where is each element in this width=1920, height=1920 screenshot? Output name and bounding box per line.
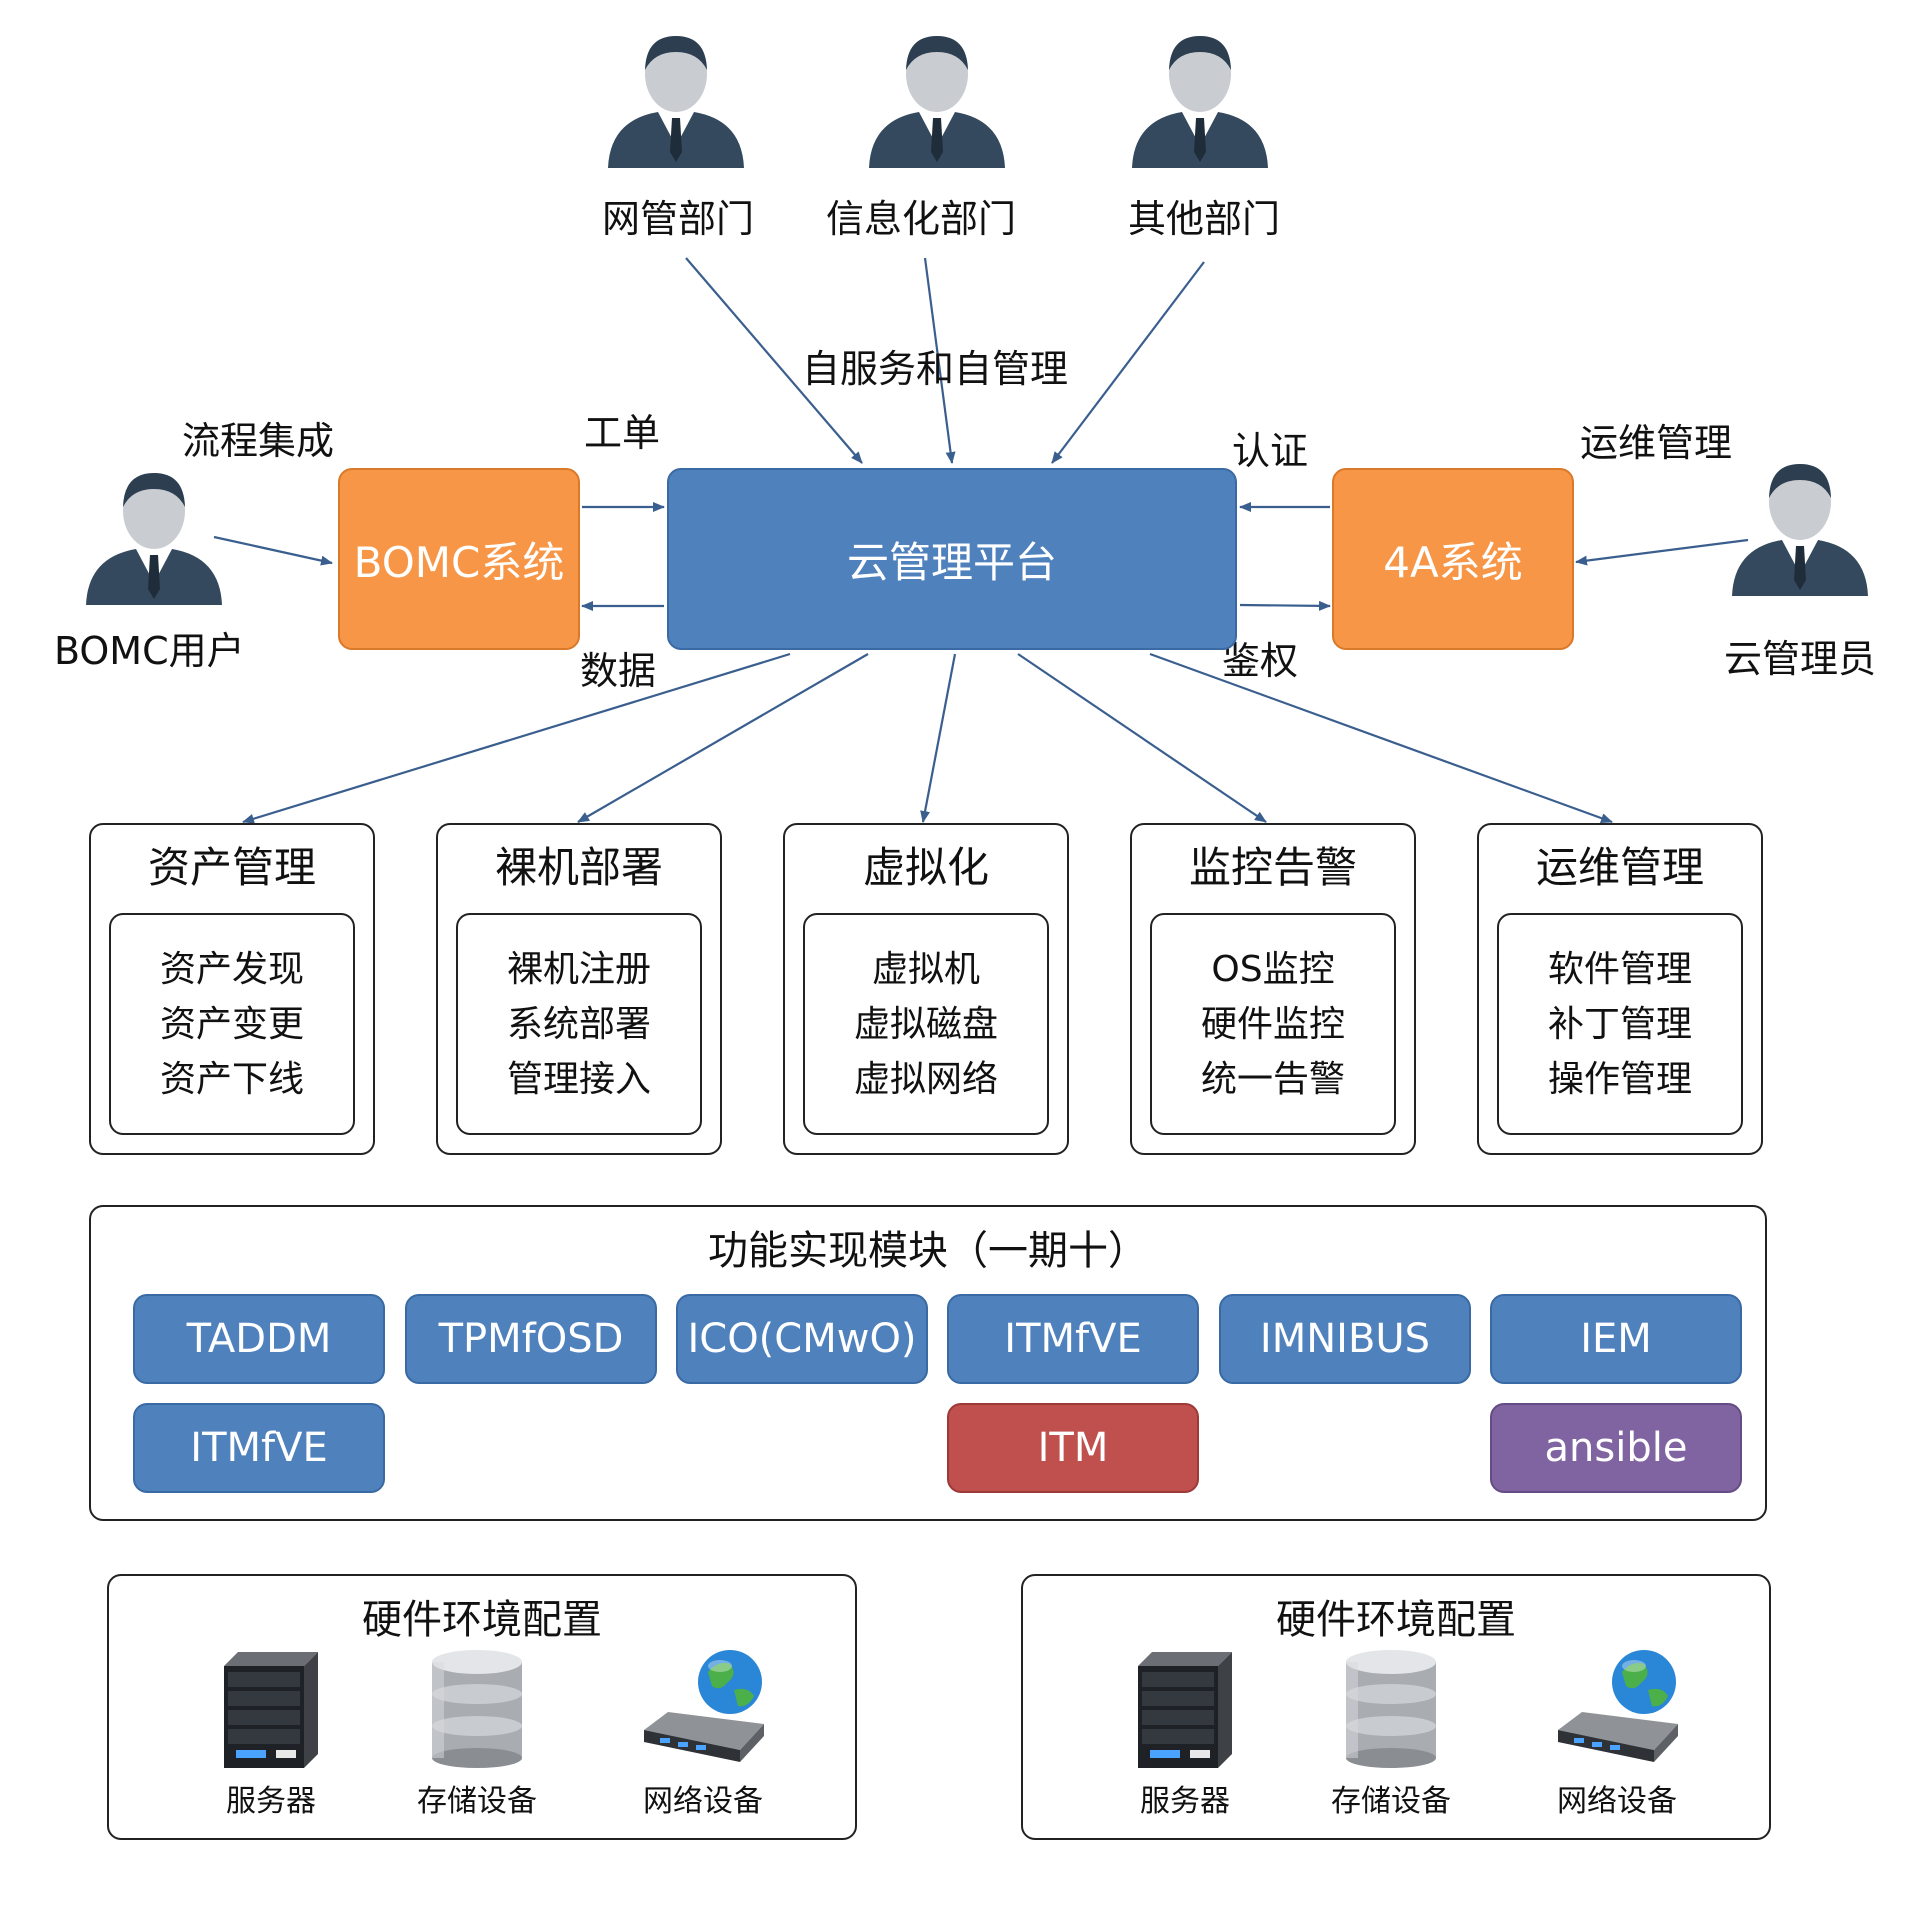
- function-item: 资产变更: [159, 1003, 304, 1045]
- function-item: 资产下线: [159, 1058, 304, 1100]
- function-title: 运维管理: [1535, 843, 1704, 892]
- dept-label-other: 其他部门: [1128, 197, 1281, 241]
- fourA-system-label: 4A系统: [1383, 537, 1523, 587]
- function-item: 补丁管理: [1547, 1003, 1692, 1045]
- function-item: 系统部署: [506, 1003, 651, 1045]
- arrow-other-platform: [1051, 261, 1205, 464]
- device-label: 服务器: [1140, 1784, 1230, 1819]
- function-item: 硬件监控: [1200, 1003, 1345, 1045]
- storage-device: 存储设备: [397, 1646, 557, 1820]
- label-authz: 鉴权: [1222, 639, 1299, 683]
- function-item: 虚拟磁盘: [853, 1003, 998, 1045]
- server-icon: [224, 1652, 318, 1768]
- function-items: 资产发现 资产变更 资产下线: [109, 913, 355, 1135]
- label-ops-mgmt: 运维管理: [1580, 421, 1733, 465]
- arrow-to-virtual: [920, 653, 957, 823]
- hardware-title: 硬件环境配置: [362, 1597, 602, 1643]
- device-label: 网络设备: [1557, 1784, 1677, 1819]
- function-item: 操作管理: [1547, 1058, 1692, 1100]
- function-items: OS监控 硬件监控 统一告警: [1150, 913, 1396, 1135]
- function-items: 裸机注册 系统部署 管理接入: [456, 913, 702, 1135]
- dept-label-net: 网管部门: [602, 197, 755, 241]
- function-box-ops: 运维管理 软件管理 补丁管理 操作管理: [1477, 823, 1763, 1155]
- label-data: 数据: [580, 649, 657, 693]
- module-imnibus: IMNIBUS: [1219, 1294, 1471, 1384]
- function-box-virtualization: 虚拟化 虚拟机 虚拟磁盘 虚拟网络: [783, 823, 1069, 1155]
- device-label: 网络设备: [643, 1784, 763, 1819]
- module-ico: ICO(CMwO): [676, 1294, 928, 1384]
- module-taddm: TADDM: [133, 1294, 385, 1384]
- network-device: 网络设备: [623, 1646, 783, 1820]
- network-globe-icon: [1558, 1650, 1678, 1762]
- device-label: 存储设备: [417, 1784, 537, 1819]
- function-title: 虚拟化: [862, 843, 989, 892]
- person-icon: [1732, 464, 1868, 596]
- arrow-netmgmt-platform: [685, 257, 863, 464]
- label-process-integration: 流程集成: [182, 419, 335, 463]
- function-title: 裸机部署: [494, 843, 663, 892]
- function-items: 软件管理 补丁管理 操作管理: [1497, 913, 1743, 1135]
- person-icon: [1132, 36, 1268, 168]
- function-title: 资产管理: [147, 843, 316, 892]
- function-box-monitoring: 监控告警 OS监控 硬件监控 统一告警: [1130, 823, 1416, 1155]
- function-item: 裸机注册: [506, 948, 651, 990]
- fourA-system-box[interactable]: 4A系统: [1332, 468, 1574, 650]
- function-title: 监控告警: [1188, 843, 1357, 892]
- server-device: 服务器: [191, 1646, 351, 1820]
- device-label: 服务器: [226, 1784, 316, 1819]
- hardware-title: 硬件环境配置: [1276, 1597, 1516, 1643]
- function-item: 虚拟机: [871, 948, 980, 990]
- server-icon: [1138, 1652, 1232, 1768]
- hardware-panel-right: 硬件环境配置 服务器 存储设备: [1021, 1574, 1771, 1840]
- storage-icon: [1346, 1650, 1436, 1768]
- arrow-to-ops: [1149, 652, 1613, 824]
- bomc-system-box[interactable]: BOMC系统: [338, 468, 580, 650]
- network-device: 网络设备: [1537, 1646, 1697, 1820]
- function-item: 软件管理: [1547, 948, 1692, 990]
- module-iem: IEM: [1490, 1294, 1742, 1384]
- server-device: 服务器: [1105, 1646, 1265, 1820]
- modules-title: 功能实现模块（一期十）: [708, 1228, 1148, 1274]
- actor-label-cloud-admin: 云管理员: [1724, 637, 1877, 681]
- module-tpmfosd: TPMfOSD: [405, 1294, 657, 1384]
- device-label: 存储设备: [1331, 1784, 1451, 1819]
- cloud-platform-label: 云管理平台: [846, 537, 1057, 587]
- arrow-to-asset: [242, 652, 791, 824]
- bomc-system-label: BOMC系统: [353, 537, 565, 587]
- function-item: 管理接入: [506, 1058, 651, 1100]
- cloud-platform-box[interactable]: 云管理平台: [667, 468, 1237, 650]
- arrow-to-baremetal: [577, 653, 869, 823]
- hardware-panel-left: 硬件环境配置 服务器 存储设备: [107, 1574, 857, 1840]
- function-item: OS监控: [1211, 948, 1335, 990]
- function-item: 资产发现: [159, 948, 304, 990]
- module-itmfve-2: ITMfVE: [133, 1403, 385, 1493]
- arrow-info-platform: [923, 257, 956, 464]
- function-box-asset: 资产管理 资产发现 资产变更 资产下线: [89, 823, 375, 1155]
- person-icon: [608, 36, 744, 168]
- person-icon: [869, 36, 1005, 168]
- label-auth: 认证: [1232, 429, 1309, 473]
- function-item: 虚拟网络: [853, 1058, 998, 1100]
- function-item: 统一告警: [1200, 1058, 1345, 1100]
- dept-label-info: 信息化部门: [826, 197, 1017, 241]
- function-box-baremetal: 裸机部署 裸机注册 系统部署 管理接入: [436, 823, 722, 1155]
- arrow-platform-4a: [1239, 600, 1331, 611]
- arrow-admin-4a: [1575, 538, 1749, 566]
- arrow-to-monitor: [1017, 653, 1267, 823]
- person-icon: [86, 473, 222, 605]
- storage-icon: [432, 1650, 522, 1768]
- module-itm: ITM: [947, 1403, 1199, 1493]
- function-items: 虚拟机 虚拟磁盘 虚拟网络: [803, 913, 1049, 1135]
- label-self-service: 自服务和自管理: [802, 347, 1069, 391]
- storage-device: 存储设备: [1311, 1646, 1471, 1820]
- label-work-order: 工单: [584, 411, 661, 455]
- module-ansible: ansible: [1490, 1403, 1742, 1493]
- module-itmfve: ITMfVE: [947, 1294, 1199, 1384]
- arrow-bomcuser-bomc: [213, 535, 333, 566]
- actor-label-bomc-user: BOMC用户: [54, 629, 245, 673]
- network-globe-icon: [644, 1650, 764, 1762]
